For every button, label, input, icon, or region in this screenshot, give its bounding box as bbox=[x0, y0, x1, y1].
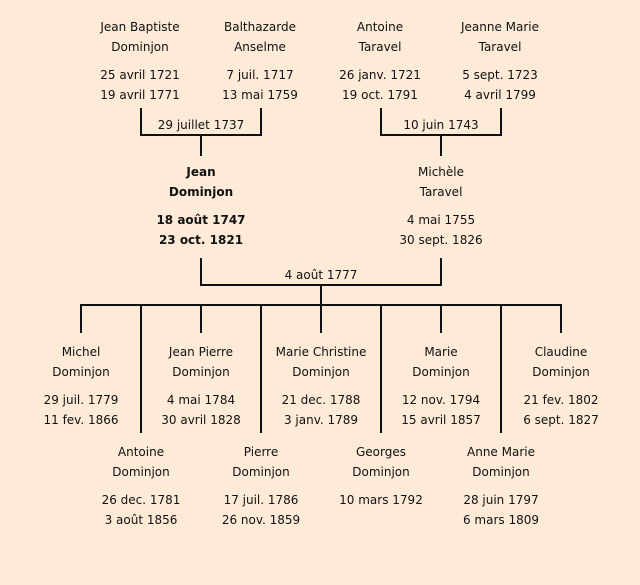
marriage-date: 29 juillet 1737 bbox=[157, 118, 245, 132]
connector-line bbox=[140, 306, 142, 433]
death-date: 15 avril 1857 bbox=[401, 413, 481, 427]
first-name: Michèle bbox=[418, 165, 464, 179]
child-card: Jean Pierre Dominjon 4 mai 1784 30 avril… bbox=[136, 342, 266, 430]
last-name: Taravel bbox=[478, 40, 522, 54]
last-name: Dominjon bbox=[168, 185, 234, 199]
child-card: Georges Dominjon 10 mars 1792 bbox=[316, 442, 446, 510]
connector-line bbox=[500, 306, 502, 433]
first-name: Antoine bbox=[356, 20, 404, 34]
connector-line bbox=[200, 284, 442, 286]
first-name: Jean Baptiste bbox=[100, 20, 180, 34]
death-date: 3 janv. 1789 bbox=[283, 413, 359, 427]
first-name: Jean Pierre bbox=[168, 345, 234, 359]
child-card: Marie Dominjon 12 nov. 1794 15 avril 185… bbox=[376, 342, 506, 430]
first-name: Balthazarde bbox=[224, 20, 296, 34]
child-card: Claudine Dominjon 21 fev. 1802 6 sept. 1… bbox=[496, 342, 626, 430]
last-name: Taravel bbox=[358, 40, 402, 54]
birth-date: 28 juin 1797 bbox=[463, 493, 539, 507]
birth-date: 18 août 1747 bbox=[156, 213, 246, 227]
death-date: 19 avril 1771 bbox=[100, 88, 180, 102]
marriage-date: 10 juin 1743 bbox=[403, 118, 479, 132]
connector-line bbox=[140, 108, 142, 136]
birth-date: 29 juil. 1779 bbox=[43, 393, 119, 407]
connector-line bbox=[260, 306, 262, 433]
death-date: 4 avril 1799 bbox=[464, 88, 536, 102]
connector-line bbox=[260, 108, 262, 136]
birth-date: 5 sept. 1723 bbox=[462, 68, 538, 82]
last-name: Dominjon bbox=[532, 365, 590, 379]
child-card: Anne Marie Dominjon 28 juin 1797 6 mars … bbox=[436, 442, 566, 530]
birth-date: 25 avril 1721 bbox=[100, 68, 180, 82]
person-card: Michèle Taravel 4 mai 1755 30 sept. 1826 bbox=[376, 162, 506, 250]
connector-line bbox=[320, 306, 322, 333]
last-name: Dominjon bbox=[412, 365, 470, 379]
death-date: 26 nov. 1859 bbox=[221, 513, 301, 527]
birth-date: 4 mai 1755 bbox=[406, 213, 476, 227]
connector-line bbox=[80, 306, 82, 333]
death-date: 19 oct. 1791 bbox=[342, 88, 418, 102]
connector-line bbox=[140, 134, 262, 136]
death-date: 23 oct. 1821 bbox=[158, 233, 244, 247]
child-card: Marie Christine Dominjon 21 dec. 1788 3 … bbox=[256, 342, 386, 430]
connector-line bbox=[440, 306, 442, 333]
last-name: Taravel bbox=[419, 185, 463, 199]
connector-line bbox=[200, 258, 202, 286]
last-name: Dominjon bbox=[111, 40, 169, 54]
birth-date: 21 fev. 1802 bbox=[523, 393, 599, 407]
last-name: Dominjon bbox=[292, 365, 350, 379]
first-name: Anne Marie bbox=[467, 445, 535, 459]
connector-line bbox=[200, 306, 202, 333]
connector-line bbox=[500, 108, 502, 136]
first-name: Claudine bbox=[534, 345, 588, 359]
first-name: Jean bbox=[186, 165, 216, 179]
birth-date: 12 nov. 1794 bbox=[401, 393, 481, 407]
last-name: Dominjon bbox=[472, 465, 530, 479]
connector-line bbox=[380, 306, 382, 433]
first-name: Jeanne Marie bbox=[460, 20, 540, 34]
birth-date: 21 dec. 1788 bbox=[281, 393, 361, 407]
death-date: 13 mai 1759 bbox=[222, 88, 298, 102]
person-card: Jean Baptiste Dominjon 25 avril 1721 19 … bbox=[75, 17, 205, 105]
connector-line bbox=[320, 286, 322, 306]
person-card: Antoine Taravel 26 janv. 1721 19 oct. 17… bbox=[315, 17, 445, 105]
last-name: Dominjon bbox=[52, 365, 110, 379]
connector-line bbox=[440, 258, 442, 286]
first-name: Marie Christine bbox=[275, 345, 367, 359]
child-card: Pierre Dominjon 17 juil. 1786 26 nov. 18… bbox=[196, 442, 326, 530]
first-name: Georges bbox=[356, 445, 406, 459]
birth-date: 10 mars 1792 bbox=[339, 493, 423, 507]
first-name: Marie bbox=[424, 345, 458, 359]
last-name: Dominjon bbox=[172, 365, 230, 379]
birth-date: 4 mai 1784 bbox=[166, 393, 236, 407]
birth-date: 7 juil. 1717 bbox=[226, 68, 294, 82]
marriage-date: 4 août 1777 bbox=[284, 268, 358, 282]
death-date: 6 mars 1809 bbox=[462, 513, 540, 527]
last-name: Anselme bbox=[234, 40, 286, 54]
connector-line bbox=[200, 136, 202, 156]
first-name: Antoine bbox=[117, 445, 165, 459]
connector-line bbox=[440, 136, 442, 156]
connector-line bbox=[380, 108, 382, 136]
person-card: Balthazarde Anselme 7 juil. 1717 13 mai … bbox=[195, 17, 325, 105]
death-date: 3 août 1856 bbox=[104, 513, 178, 527]
death-date: 30 avril 1828 bbox=[161, 413, 241, 427]
death-date: 30 sept. 1826 bbox=[399, 233, 483, 247]
person-card: Jeanne Marie Taravel 5 sept. 1723 4 avri… bbox=[435, 17, 565, 105]
connector-line bbox=[380, 134, 502, 136]
child-card: Michel Dominjon 29 juil. 1779 11 fev. 18… bbox=[16, 342, 146, 430]
child-card: Antoine Dominjon 26 dec. 1781 3 août 185… bbox=[76, 442, 206, 530]
connector-line bbox=[560, 306, 562, 333]
death-date: 11 fev. 1866 bbox=[43, 413, 119, 427]
first-name: Michel bbox=[61, 345, 101, 359]
person-card-focus: Jean Dominjon 18 août 1747 23 oct. 1821 bbox=[136, 162, 266, 250]
last-name: Dominjon bbox=[352, 465, 410, 479]
last-name: Dominjon bbox=[112, 465, 170, 479]
siblings-bar bbox=[80, 304, 562, 306]
birth-date: 17 juil. 1786 bbox=[223, 493, 299, 507]
birth-date: 26 dec. 1781 bbox=[101, 493, 181, 507]
last-name: Dominjon bbox=[232, 465, 290, 479]
first-name: Pierre bbox=[243, 445, 279, 459]
death-date: 6 sept. 1827 bbox=[523, 413, 599, 427]
birth-date: 26 janv. 1721 bbox=[339, 68, 421, 82]
